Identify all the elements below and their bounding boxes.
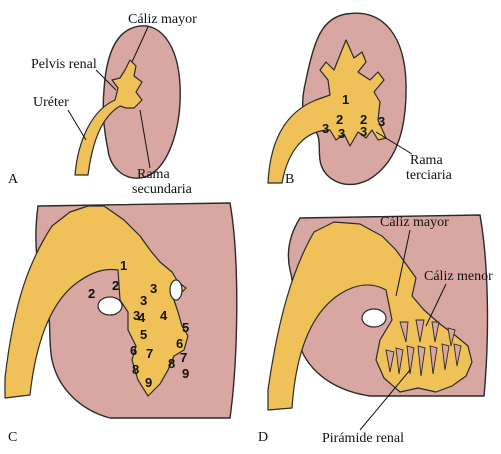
- number-b-3c: 3: [360, 124, 367, 139]
- secundaria-label: secundaria: [132, 182, 193, 197]
- panel-b: 1 2 2 3 3 3 3 Rama terciaria B: [267, 12, 453, 187]
- number-c-4a: 4: [138, 310, 146, 325]
- renal-sinus-hole-d: [361, 308, 387, 328]
- panel-letter-a: A: [8, 172, 19, 187]
- number-c-8a: 8: [132, 362, 139, 377]
- caliz-menor-label: Cáliz menor: [424, 269, 493, 284]
- rama-secundaria-leader: [139, 109, 151, 169]
- caliz-mayor-label-a: Cáliz mayor: [128, 12, 197, 27]
- caliz-mayor-label-d: Cáliz mayor: [380, 215, 449, 230]
- number-c-9b: 9: [182, 366, 189, 381]
- panel-c: 1 2 2 3 3 3 4 4 5 5 6 6 7 7 8 8 9 9 C: [4, 202, 238, 445]
- number-c-2a: 2: [112, 278, 119, 293]
- rama-label-b: Rama: [410, 153, 443, 168]
- panel-letter-c: C: [8, 430, 17, 445]
- number-c-7b: 7: [180, 350, 187, 365]
- number-c-3c: 3: [133, 308, 140, 323]
- renal-pyramid-papillae: [385, 319, 462, 377]
- kidney-a: [102, 25, 181, 179]
- caliz-mayor-leader-d: [395, 229, 411, 297]
- number-c-3b: 3: [140, 293, 147, 308]
- ureter-pelvis-c: [4, 205, 189, 399]
- renal-sinus-hole-c1: [97, 296, 123, 316]
- panel-d: Cáliz mayor Cáliz menor Pirámide renal D: [258, 214, 493, 446]
- number-c-5a: 5: [140, 327, 147, 342]
- rama-label-a: Rama: [137, 167, 170, 182]
- panel-a: Cáliz mayor Pelvis renal Uréter Rama sec…: [8, 12, 197, 197]
- ureter-label: Uréter: [33, 95, 69, 110]
- number-c-6b: 6: [176, 336, 183, 351]
- number-b-3b: 3: [338, 126, 345, 141]
- number-b-2a: 2: [336, 112, 343, 127]
- panel-letter-b: B: [285, 172, 294, 187]
- ureter-pelvis-b: [267, 39, 387, 184]
- terciaria-label: terciaria: [406, 168, 453, 183]
- pelvis-renal-label: Pelvis renal: [31, 57, 97, 72]
- renal-sinus-hole-c2: [169, 279, 183, 301]
- number-c-9a: 9: [145, 375, 152, 390]
- number-c-6a: 6: [130, 343, 137, 358]
- panel-letter-d: D: [258, 430, 268, 445]
- caliz-mayor-leader-a: [131, 26, 149, 63]
- number-c-1: 1: [120, 258, 127, 273]
- number-c-4b: 4: [160, 308, 168, 323]
- number-b-3a: 3: [322, 121, 329, 136]
- number-c-2b: 2: [88, 286, 95, 301]
- rama-terciaria-leader: [375, 131, 413, 155]
- number-c-8b: 8: [168, 356, 175, 371]
- ureter-leader: [67, 109, 87, 141]
- piramide-renal-label: Pirámide renal: [322, 431, 404, 446]
- number-b-2b: 2: [360, 112, 367, 127]
- piramide-renal-leader: [359, 369, 411, 431]
- caliz-menor-leader: [425, 283, 447, 327]
- number-b-1: 1: [342, 92, 349, 107]
- number-c-5b: 5: [182, 320, 189, 335]
- number-b-3d: 3: [378, 114, 385, 129]
- ureter-pelvis-a: [74, 59, 143, 176]
- number-c-3a: 3: [150, 281, 157, 296]
- number-c-7a: 7: [146, 346, 153, 361]
- pelvis-renal-leader: [95, 69, 117, 91]
